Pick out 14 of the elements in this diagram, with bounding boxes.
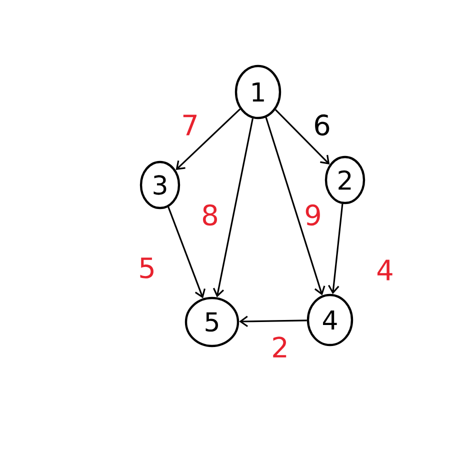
arrow — [274, 109, 330, 164]
arrow — [328, 204, 344, 294]
arrow — [265, 117, 326, 296]
edge-label: 8 — [200, 203, 220, 227]
arrow — [212, 118, 254, 298]
arrow — [176, 108, 241, 170]
edge-label: 5 — [137, 256, 157, 280]
edge-label: 9 — [303, 203, 323, 227]
edge-label: 7 — [180, 114, 200, 136]
arrow — [168, 206, 206, 298]
edge-label: 4 — [375, 258, 395, 282]
arrow — [239, 316, 307, 328]
edge-label: 2 — [270, 336, 290, 358]
edge-label: 6 — [312, 113, 332, 137]
